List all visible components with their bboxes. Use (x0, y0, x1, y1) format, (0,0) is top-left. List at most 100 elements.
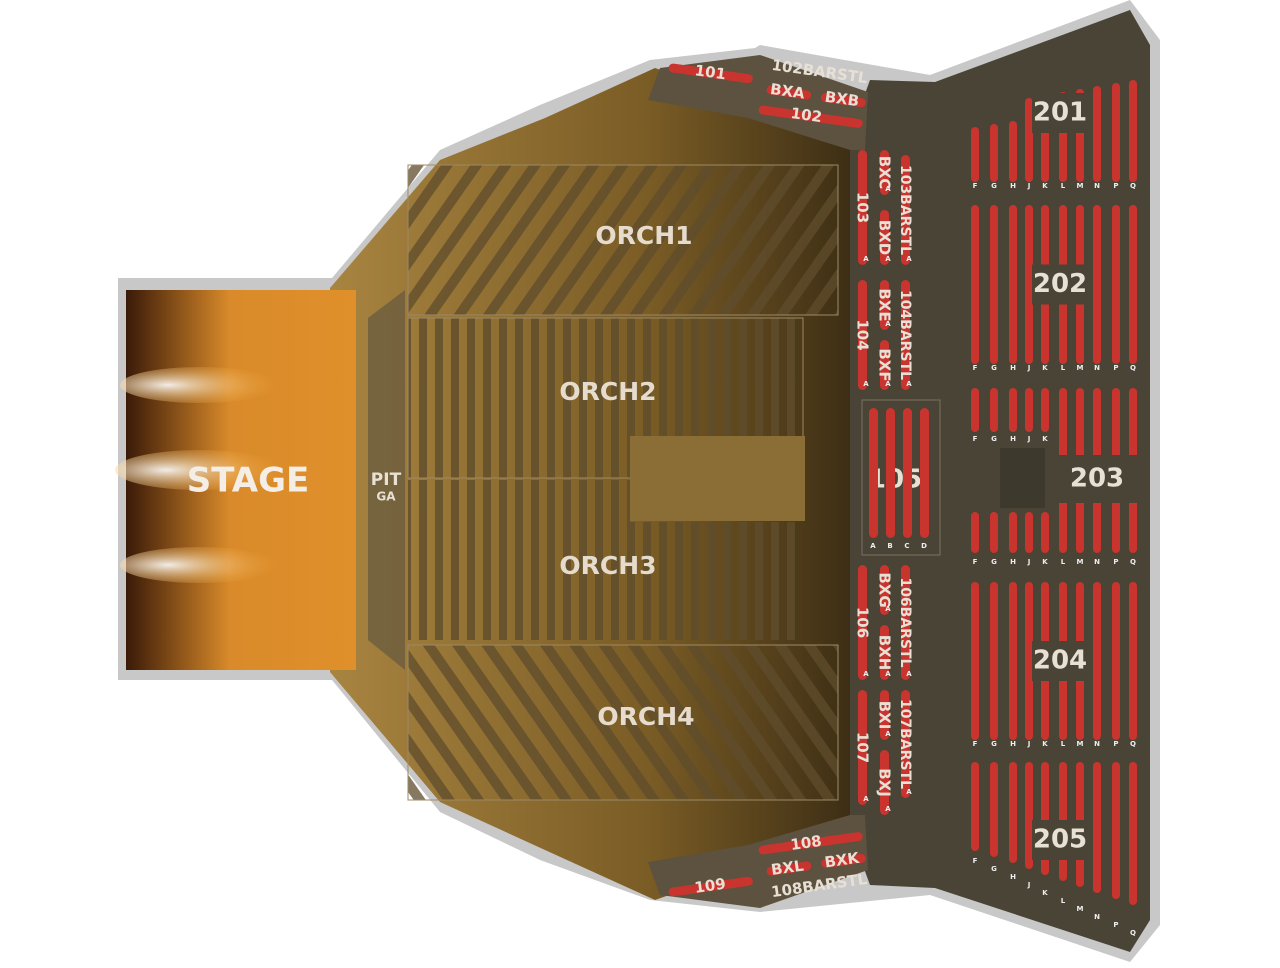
seat-row-bar (880, 280, 889, 330)
section-202-label: 202 (1033, 269, 1087, 299)
section-205-label: 205 (1033, 825, 1087, 855)
row-letter: A (885, 805, 891, 813)
row-letter: A (885, 670, 891, 678)
section-orch1[interactable]: ORCH1 (407, 164, 839, 316)
section-bxl-label: BXL (770, 857, 805, 879)
section-bxk[interactable]: BXK (820, 848, 867, 872)
row-letter: M (1077, 558, 1084, 566)
row-letter: Q (1130, 929, 1136, 937)
row-letter: P (1113, 558, 1118, 566)
section-bxj[interactable]: BXJ A (876, 750, 894, 815)
label-backdrop (1032, 820, 1090, 860)
seat-row-bar (668, 876, 753, 897)
section-bxl[interactable]: BXL (765, 856, 812, 880)
orch1-seats (407, 164, 839, 316)
section-bxb-label: BXB (824, 88, 861, 111)
section-bxk-label: BXK (823, 849, 861, 872)
section-bxj-label: BXJ (876, 768, 894, 797)
seat-row-bar (880, 750, 889, 815)
seat-row-bar (971, 582, 979, 740)
row-letter: F (973, 364, 978, 372)
seat-row-bar (1129, 762, 1137, 905)
section-bxi-label: BXI (876, 701, 894, 730)
section-orch4[interactable]: ORCH4 (407, 644, 839, 801)
row-letter: F (973, 182, 978, 190)
section-104barstl-label: 104BARSTL (897, 290, 913, 380)
seat-row-bar (1041, 388, 1049, 432)
row-letter: F (973, 435, 978, 443)
section-bxc-label: BXC (876, 156, 894, 189)
row-letter: J (1027, 558, 1031, 566)
section-bxa[interactable]: BXA (765, 79, 812, 103)
seat-row-bar (990, 388, 998, 432)
orch3-seats (408, 480, 630, 640)
row-letter: N (1094, 913, 1100, 921)
side-box-columns: 103ABXCABXDA103BARSTLA104ABXEABXFA104BAR… (854, 150, 913, 815)
seat-row-bar (869, 408, 878, 538)
row-letter: G (991, 364, 997, 372)
row-letter: G (991, 740, 997, 748)
seat-row-bar (880, 690, 889, 740)
row-letter: M (1077, 740, 1084, 748)
row-letter: N (1094, 182, 1100, 190)
seat-row-bar (880, 625, 889, 680)
section-106barstl-label: 106BARSTL (897, 577, 913, 667)
seat-row-bar (990, 512, 998, 553)
section-orch2[interactable]: ORCH2 (407, 317, 805, 521)
row-letter: M (1077, 182, 1084, 190)
row-letter: A (885, 185, 891, 193)
orch2-label: ORCH2 (559, 377, 656, 406)
section-109[interactable]: 109 (667, 871, 754, 901)
row-letter: F (973, 740, 978, 748)
section-orch3[interactable]: ORCH3 (408, 480, 803, 640)
row-letter: H (1010, 558, 1016, 566)
row-letter: G (991, 182, 997, 190)
pit-label: PIT (371, 470, 402, 490)
section-101[interactable]: 101 (668, 58, 755, 88)
row-letter: P (1113, 364, 1118, 372)
seat-row-bar (880, 210, 889, 265)
section-bxb[interactable]: BXB (820, 87, 867, 111)
section-102[interactable]: 102 (758, 100, 864, 132)
row-letter: J (1027, 881, 1031, 889)
row-letter: C (904, 542, 909, 550)
stage[interactable]: STAGE (115, 290, 356, 670)
seat-row-bar (758, 832, 863, 855)
row-letter: K (1042, 435, 1048, 443)
seat-row-bar (1112, 582, 1120, 740)
row-letter: P (1113, 182, 1118, 190)
section-bxe-label: BXE (876, 288, 894, 321)
row-letter: P (1113, 921, 1118, 929)
row-letter: A (885, 255, 891, 263)
section-109-label: 109 (693, 875, 727, 897)
seat-row-bar (821, 853, 866, 868)
section-pit[interactable]: PIT GA (368, 290, 405, 670)
row-letter: L (1061, 558, 1066, 566)
seat-row-bar (886, 408, 895, 538)
row-letter: A (885, 730, 891, 738)
section-108[interactable]: 108 (757, 826, 863, 858)
